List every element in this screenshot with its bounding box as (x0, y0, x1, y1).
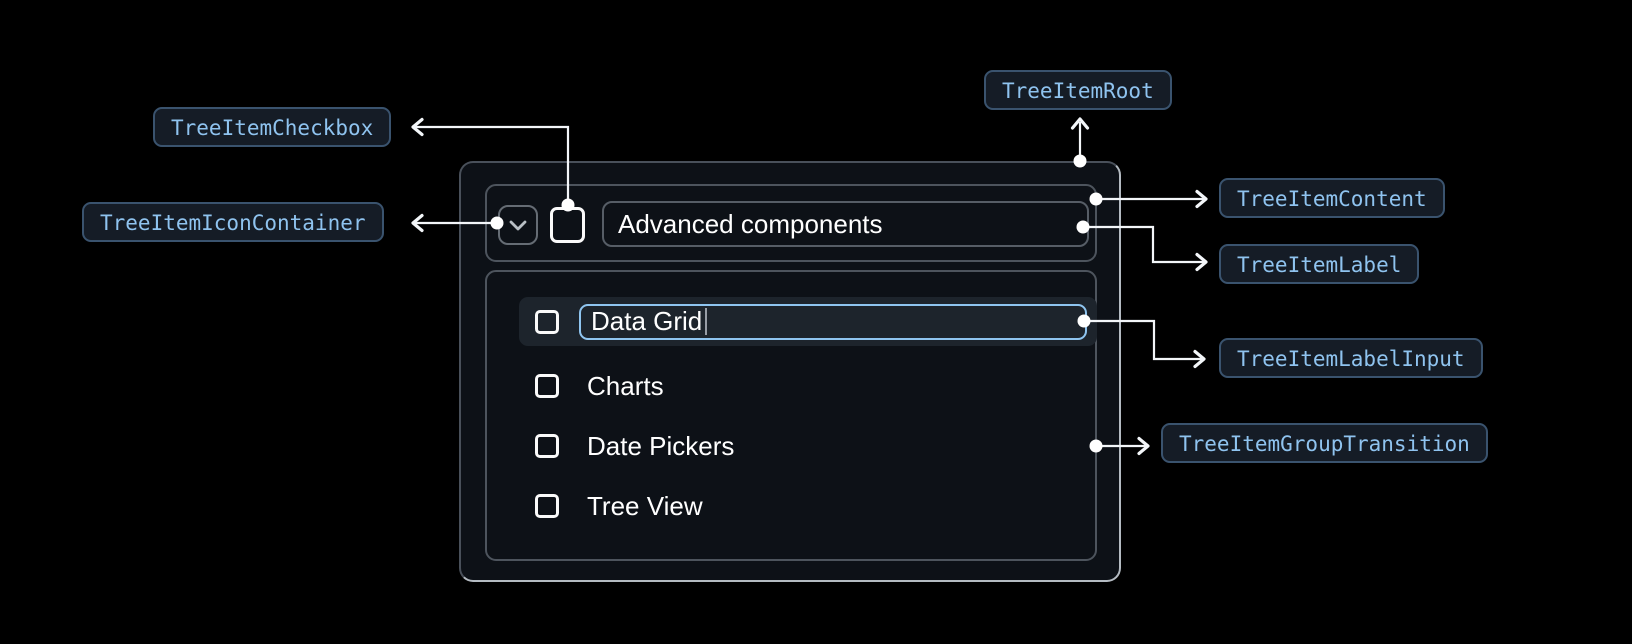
arrowhead-right-icon (1195, 189, 1208, 209)
item-checkbox[interactable] (535, 374, 559, 398)
arrowhead-right-icon (1193, 349, 1206, 369)
arrowhead-left-icon (411, 213, 424, 233)
tree-item-checkbox[interactable] (550, 207, 585, 243)
item-label: Charts (587, 370, 664, 401)
tree-item-row-editing[interactable]: Data Grid (519, 297, 1097, 346)
arrowhead-right-icon (1195, 252, 1208, 272)
tree-item-row[interactable]: Tree View (519, 482, 1097, 530)
parent-label-text: Advanced components (618, 208, 883, 239)
tree-item-root: Advanced components Data Grid Charts Dat… (459, 161, 1121, 582)
tree-item-label-input[interactable]: Data Grid (579, 303, 1087, 340)
badge-tree-item-label: TreeItemLabel (1219, 244, 1420, 284)
badge-tree-item-content: TreeItemContent (1219, 178, 1445, 218)
tree-item-row[interactable]: Date Pickers (519, 422, 1097, 470)
tree-item-content[interactable]: Advanced components (485, 184, 1097, 262)
arrowhead-left-icon (411, 117, 424, 137)
tree-item-label: Advanced components (602, 201, 1089, 247)
item-checkbox[interactable] (535, 434, 559, 458)
badge-tree-item-group-transition: TreeItemGroupTransition (1161, 423, 1488, 463)
item-checkbox[interactable] (535, 494, 559, 518)
arrowhead-right-icon (1137, 436, 1150, 456)
item-label: Date Pickers (587, 430, 735, 461)
arrowhead-up-icon (1070, 117, 1090, 130)
text-cursor (705, 308, 708, 335)
badge-tree-item-label-input: TreeItemLabelInput (1219, 338, 1483, 378)
badge-tree-item-root: TreeItemRoot (984, 70, 1172, 110)
tree-item-group-transition: Data Grid Charts Date Pickers Tree View (485, 270, 1097, 561)
item-checkbox[interactable] (535, 309, 559, 334)
item-label: Tree View (587, 490, 703, 521)
chevron-down-icon (509, 220, 527, 230)
tree-item-row[interactable]: Charts (519, 362, 1097, 410)
badge-tree-item-checkbox: TreeItemCheckbox (153, 107, 392, 147)
label-input-value: Data Grid (591, 306, 703, 336)
tree-item-icon-container[interactable] (498, 205, 538, 245)
badge-tree-item-icon-container: TreeItemIconContainer (82, 202, 384, 242)
